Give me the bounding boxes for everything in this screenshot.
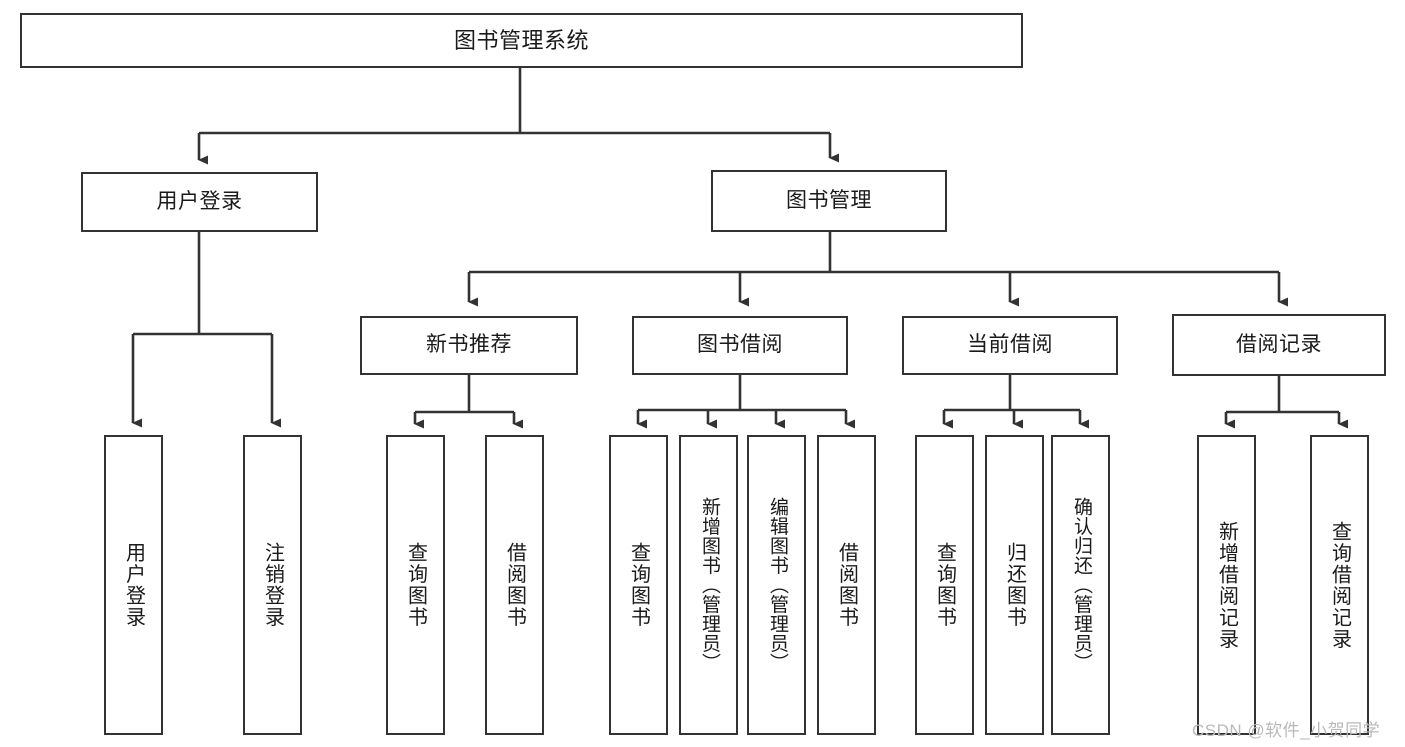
node-book-borrow[interactable]: 图书借阅 — [632, 316, 848, 375]
leaf-book-borrow-add[interactable]: 新增图书（管理员） — [679, 435, 738, 735]
node-label: 用户登录 — [156, 189, 243, 213]
node-book-management[interactable]: 图书管理 — [711, 170, 947, 232]
node-label: 编辑图书（管理员） — [766, 497, 788, 673]
node-label: 查询图书 — [404, 542, 427, 628]
node-label: 图书管理 — [786, 188, 872, 212]
node-label: 注销登录 — [261, 542, 284, 628]
leaf-user-login-login[interactable]: 用户登录 — [104, 435, 163, 735]
node-root-system[interactable]: 图书管理系统 — [20, 13, 1023, 68]
node-user-login[interactable]: 用户登录 — [81, 172, 318, 232]
leaf-user-login-logout[interactable]: 注销登录 — [243, 435, 302, 735]
leaf-current-borrow-return[interactable]: 归还图书 — [985, 435, 1044, 735]
node-label: 查询图书 — [627, 542, 650, 628]
leaf-current-borrow-confirm-return[interactable]: 确认归还（管理员） — [1051, 435, 1110, 735]
node-label: 借阅记录 — [1236, 332, 1322, 356]
node-current-borrow[interactable]: 当前借阅 — [902, 316, 1118, 375]
node-new-book-recommend[interactable]: 新书推荐 — [360, 316, 578, 375]
leaf-borrow-record-query[interactable]: 查询借阅记录 — [1310, 435, 1369, 735]
node-label: 图书借阅 — [697, 333, 783, 357]
leaf-current-borrow-query[interactable]: 查询图书 — [915, 435, 974, 735]
node-label: 当前借阅 — [967, 333, 1053, 357]
node-label: 用户登录 — [122, 542, 145, 628]
node-label: 借阅图书 — [503, 542, 526, 628]
node-label: 新书推荐 — [426, 333, 512, 357]
leaf-borrow-record-add[interactable]: 新增借阅记录 — [1197, 435, 1256, 735]
node-label: 查询借阅记录 — [1328, 520, 1351, 650]
leaf-book-borrow-query[interactable]: 查询图书 — [609, 435, 668, 735]
node-label: 借阅图书 — [835, 542, 858, 628]
node-label: 新增图书（管理员） — [698, 497, 720, 673]
node-label: 图书管理系统 — [453, 27, 589, 53]
leaf-book-borrow-borrow[interactable]: 借阅图书 — [817, 435, 876, 735]
node-borrow-record[interactable]: 借阅记录 — [1172, 314, 1386, 376]
node-label: 确认归还（管理员） — [1070, 497, 1092, 673]
csdn-watermark: CSDN @软件_小贺同学 — [1192, 721, 1381, 740]
leaf-book-borrow-edit[interactable]: 编辑图书（管理员） — [747, 435, 806, 735]
leaf-new-book-query[interactable]: 查询图书 — [386, 435, 445, 735]
node-label: 查询图书 — [933, 542, 956, 628]
node-label: 归还图书 — [1003, 542, 1026, 628]
leaf-new-book-borrow[interactable]: 借阅图书 — [485, 435, 544, 735]
node-label: 新增借阅记录 — [1215, 520, 1238, 650]
